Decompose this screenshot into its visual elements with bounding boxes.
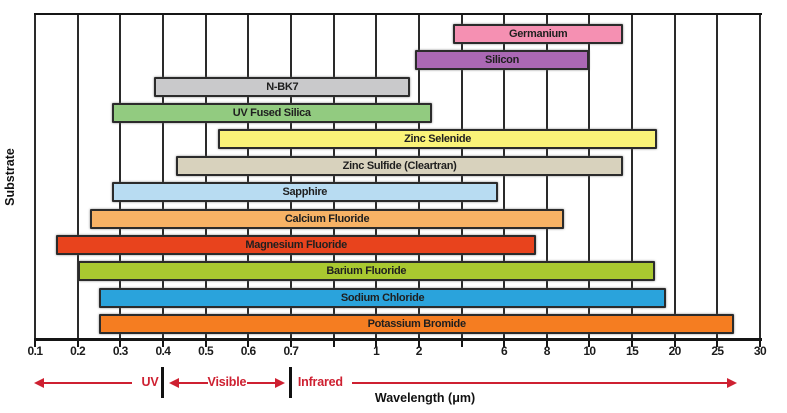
visible-right-arrow-head-icon	[274, 378, 285, 388]
bar-potassium-bromide: Potassium Bromide	[99, 314, 735, 334]
x-tick-label-6: 6	[501, 344, 508, 358]
bar-n-bk7: N-BK7	[154, 76, 411, 97]
tick-mark	[588, 341, 591, 347]
tick-mark	[247, 341, 250, 347]
visible-infrared-separator	[289, 367, 293, 398]
bar-zinc-selenide: Zinc Selenide	[218, 129, 657, 150]
x-tick-label-0.4: 0.4	[155, 344, 171, 358]
bar-label: UV Fused Silica	[232, 107, 311, 120]
gridline	[417, 14, 420, 340]
gridline	[332, 14, 335, 340]
x-tick-label-0.2: 0.2	[70, 344, 86, 358]
bar-label: Zinc Selenide	[404, 133, 472, 146]
visible-band-label: Visible	[207, 375, 247, 389]
bar-germanium: Germanium	[452, 24, 624, 44]
gridline	[289, 14, 292, 340]
bar-label: Sapphire	[282, 186, 328, 199]
bar-label: Silicon	[485, 54, 520, 67]
x-tick-label-30: 30	[753, 344, 767, 358]
gridline	[759, 14, 761, 340]
tick-mark	[76, 341, 79, 347]
infrared-arrow-line	[352, 382, 727, 384]
visible-arrow-line-right	[246, 382, 276, 384]
gridline	[375, 14, 378, 340]
x-tick-label-0.7: 0.7	[283, 344, 299, 358]
bar-magnesium-fluoride: Magnesium Fluoride	[56, 234, 537, 255]
bar-label: Sodium Chloride	[340, 291, 425, 304]
tick-mark	[119, 341, 122, 347]
uv-arrow-line	[42, 382, 132, 384]
x-tick-label-20: 20	[668, 344, 682, 358]
bar-label: Zinc Sulfide (Cleartran)	[342, 159, 457, 172]
gridline	[247, 14, 250, 340]
bar-label: N-BK7	[266, 80, 299, 93]
gridline	[545, 14, 548, 340]
x-tick-label-0.1: 0.1	[27, 344, 43, 358]
bar-label: Potassium Bromide	[367, 318, 467, 330]
gridline	[204, 14, 207, 340]
y-axis-title: Substrate	[3, 148, 17, 206]
gridline	[503, 14, 506, 340]
bar-label: Barium Fluoride	[326, 265, 407, 278]
tick-mark	[375, 341, 378, 347]
bar-label: Calcium Fluoride	[284, 212, 370, 225]
tick-mark	[332, 341, 335, 347]
gridline	[588, 14, 591, 340]
infrared-arrow-head-icon	[727, 378, 737, 388]
x-axis-line	[34, 338, 762, 341]
bar-uv-fused-silica: UV Fused Silica	[111, 103, 432, 124]
tick-mark	[34, 341, 36, 347]
gridline	[119, 14, 122, 340]
plot-top-border	[34, 13, 762, 15]
bar-label: Germanium	[508, 28, 568, 40]
gridline	[34, 14, 36, 340]
tick-mark	[161, 341, 164, 347]
x-tick-label-0.6: 0.6	[240, 344, 256, 358]
bar-sodium-chloride: Sodium Chloride	[99, 287, 667, 308]
x-tick-label-10: 10	[583, 344, 596, 358]
tick-mark	[204, 341, 207, 347]
visible-arrow-line-left	[177, 382, 208, 384]
x-tick-label-0.5: 0.5	[198, 344, 214, 358]
infrared-band-label: Infrared	[297, 375, 343, 389]
tick-mark	[417, 341, 420, 347]
uv-visible-separator	[161, 367, 165, 398]
gridline	[460, 14, 463, 340]
bar-barium-fluoride: Barium Fluoride	[77, 261, 655, 282]
visible-left-arrow-head-icon	[168, 378, 179, 388]
bar-silicon: Silicon	[414, 50, 590, 71]
gridline	[673, 14, 676, 340]
tick-mark	[545, 341, 548, 347]
x-tick-label-0.3: 0.3	[112, 344, 128, 358]
uv-arrow-head-icon	[34, 378, 44, 388]
gridline	[631, 14, 634, 340]
gridline	[161, 14, 164, 340]
tick-mark	[503, 341, 506, 347]
tick-mark	[460, 341, 463, 347]
x-tick-label-25: 25	[711, 344, 724, 358]
bar-calcium-fluoride: Calcium Fluoride	[90, 208, 564, 229]
tick-mark	[289, 341, 292, 347]
tick-mark	[631, 341, 634, 347]
tick-mark	[759, 341, 761, 347]
x-tick-label-2: 2	[415, 344, 423, 358]
gridline	[716, 14, 719, 340]
bar-sapphire: Sapphire	[111, 182, 498, 203]
x-tick-label-1: 1	[373, 344, 380, 358]
gridline	[76, 14, 79, 340]
uv-band-label: UV	[141, 375, 159, 389]
x-tick-label-15: 15	[626, 344, 639, 358]
x-tick-label-8: 8	[543, 344, 551, 358]
bar-zinc-sulfide-cleartran: Zinc Sulfide (Cleartran)	[175, 155, 624, 176]
bar-label: Magnesium Fluoride	[245, 238, 347, 251]
tick-mark	[716, 341, 719, 347]
x-axis-title: Wavelength (μm)	[374, 391, 476, 405]
tick-mark	[673, 341, 676, 347]
